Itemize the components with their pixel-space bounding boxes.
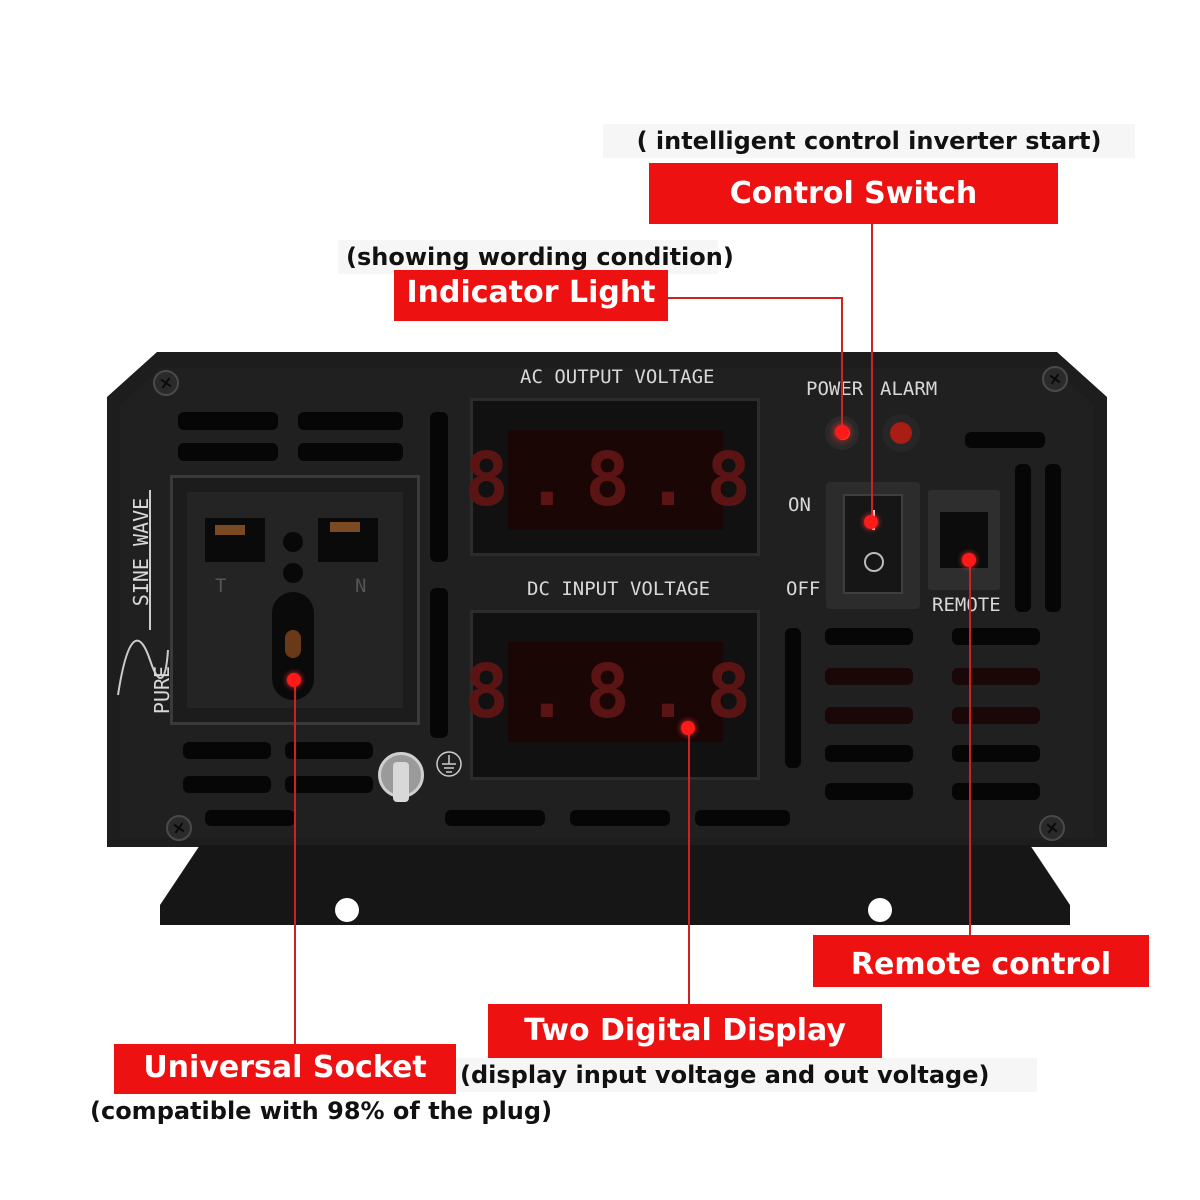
vent-slot: [965, 432, 1045, 448]
remote-control-label: Remote control: [813, 935, 1149, 987]
socket-hole: [283, 563, 303, 583]
vent-slot: [205, 810, 295, 826]
vent-slot: [430, 588, 448, 738]
leader-indicator-horizontal: [668, 297, 842, 299]
dc-input-voltage-label: DC INPUT VOLTAGE: [527, 578, 711, 600]
vent-slot: [183, 776, 271, 793]
screw-icon: [166, 815, 192, 841]
socket-pin-left-copper: [215, 525, 245, 535]
vent-slot: [785, 628, 801, 768]
control-switch[interactable]: [843, 494, 903, 594]
screw-icon: [1039, 815, 1065, 841]
switch-on-label: ON: [788, 494, 811, 516]
vent-slot: [298, 412, 403, 430]
vent-slot: [178, 443, 278, 461]
vent-slot: [430, 412, 448, 562]
vent-slot: [825, 783, 913, 800]
socket-pin-right-copper: [330, 522, 360, 532]
vent-slot: [825, 668, 913, 685]
socket-t-label: T: [215, 575, 227, 597]
vent-slot: [1015, 464, 1031, 612]
control-switch-note: ( intelligent control inverter start): [603, 124, 1135, 158]
vent-slot: [825, 707, 913, 724]
socket-earth-copper: [285, 630, 301, 658]
vent-slot: [183, 742, 271, 759]
marker-indicator-light: [835, 425, 849, 439]
foot-notch-left: [335, 898, 359, 922]
universal-socket-note: (compatible with 98% of the plug): [82, 1094, 552, 1128]
vent-slot: [178, 412, 278, 430]
dc-input-display: 8.8.8: [464, 642, 751, 742]
power-led-label: POWER: [806, 378, 864, 400]
switch-off-label: OFF: [786, 578, 821, 600]
leader-indicator-vertical: [841, 297, 843, 432]
alarm-led-glow: [890, 422, 912, 444]
dc-display-digits: 8.8.8: [464, 649, 767, 735]
universal-socket-label: Universal Socket: [114, 1044, 456, 1096]
vent-slot: [952, 628, 1040, 645]
vent-slot: [1045, 464, 1061, 612]
control-switch-label: Control Switch: [649, 163, 1058, 224]
remote-label: REMOTE: [932, 594, 1001, 616]
sine-wave-text: SINE WAVE: [129, 497, 154, 607]
vent-slot: [952, 707, 1040, 724]
marker-universal-socket: [287, 673, 301, 687]
alarm-led-label: ALARM: [880, 378, 938, 400]
switch-off-icon: [864, 552, 884, 572]
ground-icon: [435, 750, 463, 778]
screw-icon: [153, 370, 179, 396]
digital-display-note: (display input voltage and out voltage): [452, 1058, 1037, 1092]
marker-control-switch: [864, 515, 878, 529]
leader-universal-socket: [294, 680, 296, 1044]
ac-output-voltage-label: AC OUTPUT VOLTAGE: [520, 366, 715, 388]
marker-remote: [962, 553, 976, 567]
socket-hole: [283, 532, 303, 552]
sine-wave-icon: [117, 490, 169, 696]
vent-slot: [825, 628, 913, 645]
vent-slot: [952, 668, 1040, 685]
socket-n-label: N: [355, 575, 367, 597]
sine-wave-logo: [110, 480, 170, 720]
vent-slot: [570, 810, 670, 826]
marker-digital-display: [681, 721, 695, 735]
indicator-light-note: (showing wording condition): [338, 240, 734, 274]
digital-display-label: Two Digital Display: [488, 1004, 882, 1058]
ac-output-display: 8.8.8: [464, 430, 751, 530]
mounting-foot: [160, 845, 1070, 925]
vent-slot: [695, 810, 790, 826]
vent-slot: [285, 776, 373, 793]
vent-slot: [825, 745, 913, 762]
vent-slot: [298, 443, 403, 461]
vent-slot: [952, 783, 1040, 800]
leader-control-switch: [871, 224, 873, 522]
leader-remote: [969, 560, 971, 936]
ground-terminal-bolt: [393, 762, 409, 802]
vent-slot: [445, 810, 545, 826]
leader-digital-display: [688, 728, 690, 1004]
ac-display-digits: 8.8.8: [464, 437, 767, 523]
screw-icon: [1042, 366, 1068, 392]
vent-slot: [952, 745, 1040, 762]
indicator-light-label: Indicator Light: [394, 270, 668, 321]
vent-slot: [285, 742, 373, 759]
foot-notch-right: [868, 898, 892, 922]
